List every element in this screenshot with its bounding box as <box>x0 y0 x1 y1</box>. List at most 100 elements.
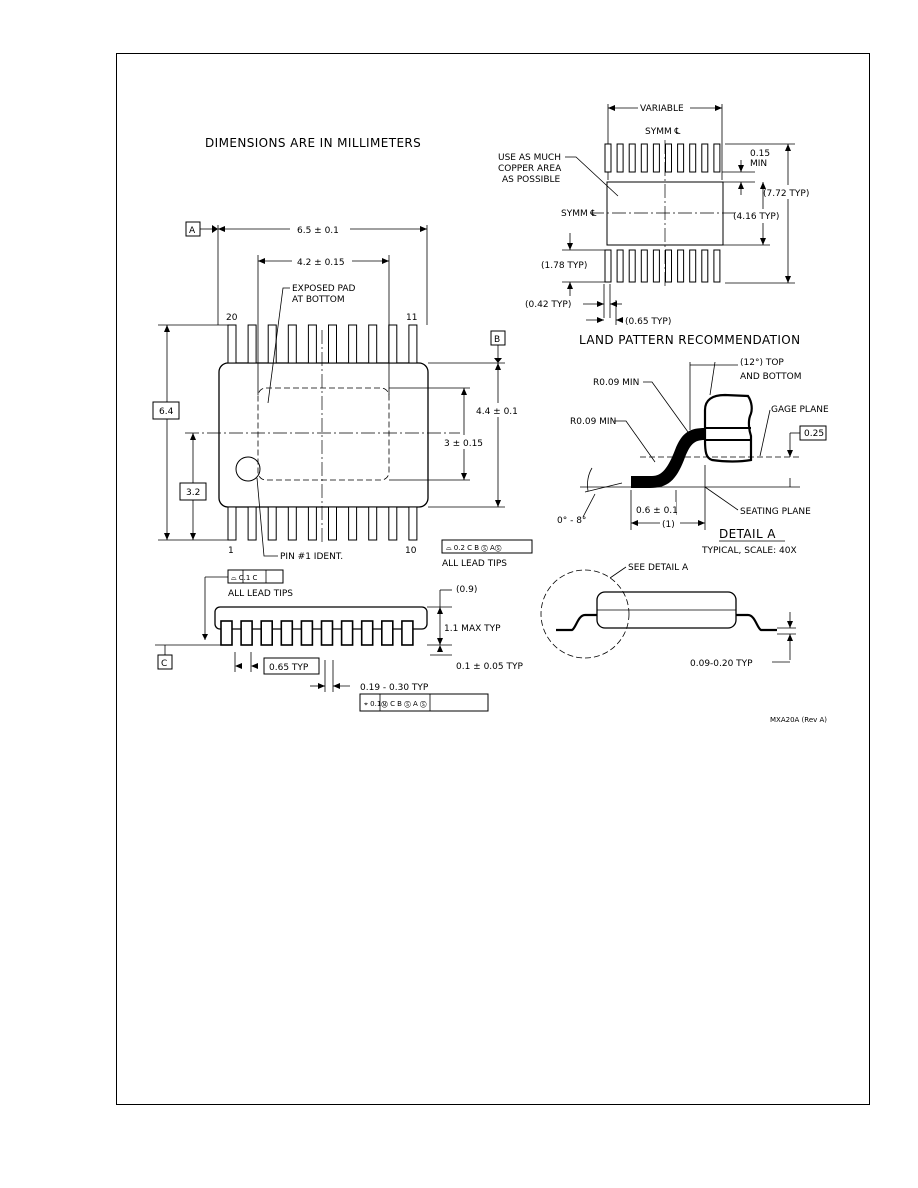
top-pin <box>307 324 317 364</box>
side-lead <box>260 620 274 646</box>
side-view: ⌓ C.1 C ALL LEAD TIPS C 0.65 TYP (0.9) 1… <box>155 569 523 712</box>
land-pad-bottom <box>701 249 709 283</box>
top-pin <box>267 324 277 364</box>
land-pad-top <box>628 143 636 173</box>
exposed-pad-outline <box>257 387 390 481</box>
top-pin <box>408 324 418 364</box>
standoff-range: 0.09-0.20 TYP <box>690 659 753 669</box>
angle-range: 0° - 8° <box>557 516 586 526</box>
pin-20-label: 20 <box>226 313 238 323</box>
pad-gap-1: 0.15 <box>750 149 770 159</box>
land-pattern: VARIABLE SYMM ℄ USE AS MUCH COPPER AREA … <box>498 104 814 347</box>
detail-title: DETAIL A <box>719 527 776 541</box>
body-edge <box>703 393 753 463</box>
pad-width: (0.42 TYP) <box>525 300 571 310</box>
angle-note-2: AND BOTTOM <box>740 372 801 382</box>
land-pad-top <box>701 143 709 173</box>
top-pin <box>388 324 398 364</box>
top-pin <box>227 324 237 364</box>
side-lead <box>220 620 233 646</box>
pad-height-dim: 3 ± 0.15 <box>444 439 483 449</box>
pin-10-label: 10 <box>405 546 417 556</box>
pin-11-label: 11 <box>406 313 417 323</box>
copper-note-1: USE AS MUCH <box>498 153 561 163</box>
land-pad-bottom <box>677 249 685 283</box>
pin1-indicator <box>235 456 261 482</box>
gage-value: 0.25 <box>804 429 824 439</box>
land-pad-top <box>677 143 685 173</box>
pin1-ident-note: PIN #1 IDENT. <box>280 552 343 562</box>
gage-plane-label: GAGE PLANE <box>771 405 829 415</box>
land-pad-bottom <box>616 249 624 283</box>
top-pin <box>328 324 337 364</box>
position-tolerance: ⌖ 0.1Ⓜ C B Ⓢ A Ⓢ <box>364 700 427 708</box>
drawing-code: MXA20A (Rev A) <box>770 716 827 724</box>
land-pad-bottom <box>713 249 721 283</box>
land-pad-bottom <box>665 249 672 283</box>
angle-note-1: (12°) TOP <box>740 358 784 368</box>
bottom-pin <box>368 506 378 541</box>
exposed-pad-note-2: AT BOTTOM <box>292 295 345 305</box>
lead-length: 0.6 ± 0.1 <box>636 506 678 516</box>
land-pad-bottom <box>652 249 660 283</box>
height-ref: (0.9) <box>456 585 477 595</box>
lead-tip-tolerance: ⌓ 0.2 C B Ⓢ AⓈ <box>446 544 502 552</box>
package-body <box>218 362 429 508</box>
symm-top: SYMM ℄ <box>645 127 681 137</box>
side-lead <box>240 620 253 646</box>
land-pad-top <box>640 143 648 173</box>
datum-c-label: C <box>161 659 167 669</box>
land-pad-top <box>713 143 721 173</box>
end-view: SEE DETAIL A 0.09-0.20 TYP <box>540 563 796 669</box>
symm-left: SYMM ℄ <box>561 209 597 219</box>
pad-area: (4.16 TYP) <box>733 212 779 222</box>
side-lead <box>401 620 414 646</box>
land-pattern-title: LAND PATTERN RECOMMENDATION <box>579 333 801 347</box>
side-lead <box>360 620 374 646</box>
pad-width-dim: 4.2 ± 0.15 <box>297 258 345 268</box>
lead-shape <box>631 428 705 488</box>
top-pin <box>348 324 358 364</box>
top-view: A 6.5 ± 0.1 4.2 ± 0.15 EXPOSED PAD AT BO… <box>152 221 533 569</box>
copper-note-3: AS POSSIBLE <box>502 175 561 185</box>
side-leads <box>220 620 414 646</box>
detail-a: (12°) TOP AND BOTTOM R0.09 MIN R0.09 MIN… <box>557 358 829 556</box>
side-lead <box>320 620 334 646</box>
max-height: 1.1 MAX TYP <box>444 624 501 634</box>
bottom-pin-row <box>227 506 418 541</box>
datum-b-label: B <box>494 335 500 345</box>
pin-1-label: 1 <box>228 546 234 556</box>
overall-height-dim: 6.4 <box>159 407 174 417</box>
see-detail-note: SEE DETAIL A <box>628 563 689 573</box>
pitch-dim: 0.65 TYP <box>269 663 309 673</box>
standoff-dim: 0.1 ± 0.05 TYP <box>456 662 523 672</box>
lead-tips-note: ALL LEAD TIPS <box>442 559 507 569</box>
variable-label: VARIABLE <box>640 104 684 114</box>
datum-a-label: A <box>189 226 196 236</box>
half-height-dim: 3.2 <box>186 488 200 498</box>
pad-length: (1.78 TYP) <box>541 261 587 271</box>
bottom-pin <box>287 506 297 541</box>
side-lead <box>280 620 294 646</box>
bottom-pin <box>388 506 398 541</box>
detail-scale: TYPICAL, SCALE: 40X <box>701 546 797 556</box>
top-pin <box>368 324 378 364</box>
pad-pitch: (0.65 TYP) <box>625 317 671 327</box>
side-lead-tips: ALL LEAD TIPS <box>228 589 293 599</box>
land-pad-top <box>604 143 612 173</box>
land-pad-bottom <box>628 249 636 283</box>
top-pin <box>247 324 257 364</box>
r1-label: R0.09 MIN <box>593 378 639 388</box>
land-pad-top <box>616 143 624 173</box>
land-pad-top <box>652 143 660 173</box>
pad-gap-2: MIN <box>750 159 767 169</box>
r2-label: R0.09 MIN <box>570 417 616 427</box>
top-pin <box>287 324 297 364</box>
top-pin-row <box>227 324 418 364</box>
drawing-frame <box>116 53 870 1105</box>
lead-width-dim: 0.19 - 0.30 TYP <box>360 683 429 693</box>
overall-length: (7.72 TYP) <box>763 189 809 199</box>
pad-row-top <box>604 143 721 173</box>
pad-row-bottom <box>604 249 721 283</box>
